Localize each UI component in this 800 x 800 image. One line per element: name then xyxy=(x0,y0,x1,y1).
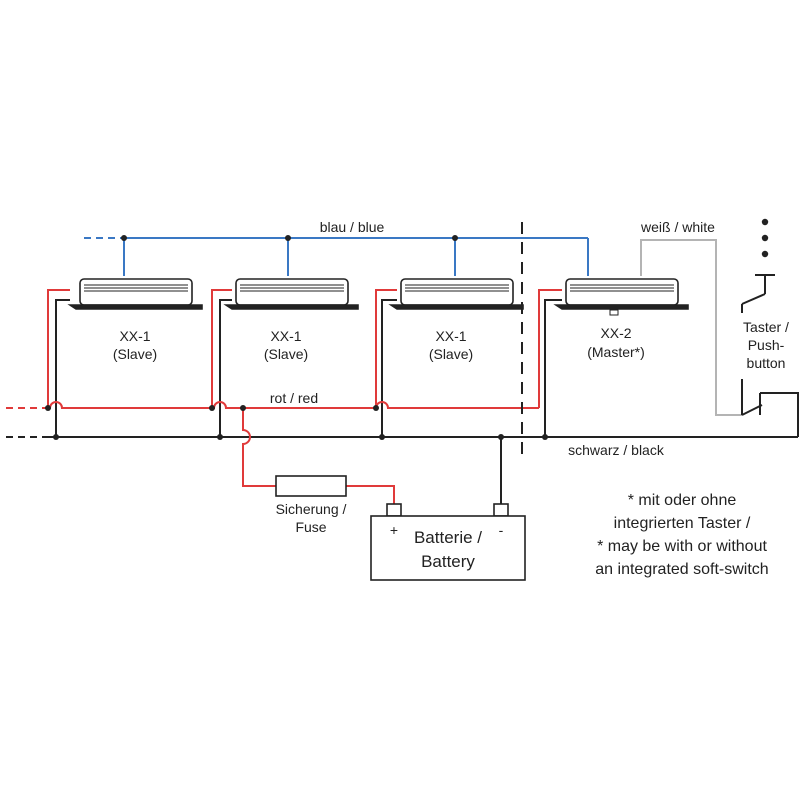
battery-label-line2: Battery xyxy=(421,552,475,571)
footnote: * mit oder ohne integrierten Taster / * … xyxy=(595,492,768,578)
black-wire xyxy=(6,299,799,504)
red-wire-label: rot / red xyxy=(270,390,318,406)
fuse-icon xyxy=(275,475,347,497)
blue-wire-label: blau / blue xyxy=(320,219,385,235)
switch-label-line3: button xyxy=(747,355,786,371)
black-wire-label: schwarz / black xyxy=(568,442,665,458)
switch-label-line1: Taster / xyxy=(743,319,789,335)
device-role-label: (Slave) xyxy=(113,346,157,362)
ceiling-fan-unit-icon xyxy=(67,278,203,310)
battery-plus-terminal xyxy=(386,503,402,517)
device-role-label: (Master*) xyxy=(587,344,645,360)
ceiling-fan-unit-icon xyxy=(553,278,689,316)
battery-minus-terminal xyxy=(493,503,509,517)
white-wire-label: weiß / white xyxy=(640,219,715,235)
device-1: XX-1 (Slave) xyxy=(67,278,203,362)
device-model-label: XX-2 xyxy=(600,325,631,341)
device-model-label: XX-1 xyxy=(435,328,466,344)
continuation-dots-icon xyxy=(761,218,769,258)
fuse-label-line2: Fuse xyxy=(295,519,326,535)
ceiling-fan-unit-icon xyxy=(388,278,524,310)
ceiling-fan-unit-icon xyxy=(223,278,359,310)
device-model-label: XX-1 xyxy=(119,328,150,344)
footnote-line1: * mit oder ohne xyxy=(628,492,737,509)
switch-label-line2: Push- xyxy=(748,337,785,353)
battery-minus-label: - xyxy=(499,522,504,538)
device-role-label: (Slave) xyxy=(264,346,308,362)
fuse-label-line1: Sicherung / xyxy=(276,501,347,517)
black-junction-dots xyxy=(53,434,548,440)
battery: + - Batterie / Battery xyxy=(370,503,526,581)
footnote-line2: integrierten Taster / xyxy=(614,515,751,532)
device-2: XX-1 (Slave) xyxy=(223,278,359,362)
push-button: Taster / Push- button xyxy=(734,218,798,416)
blue-junction-dots xyxy=(121,235,458,241)
red-junction-dots xyxy=(45,405,379,411)
battery-plus-label: + xyxy=(390,522,398,538)
device-4: XX-2 (Master*) xyxy=(553,278,689,360)
battery-icon xyxy=(370,515,526,581)
device-model-label: XX-1 xyxy=(270,328,301,344)
blue-wire xyxy=(84,237,589,276)
device-role-label: (Slave) xyxy=(429,346,473,362)
footnote-line4: an integrated soft-switch xyxy=(595,561,768,578)
red-wire xyxy=(6,289,562,504)
switch-label-box xyxy=(734,313,798,379)
device-3: XX-1 (Slave) xyxy=(388,278,524,362)
fuse: Sicherung / Fuse xyxy=(275,475,347,535)
footnote-line3: * may be with or without xyxy=(597,538,767,555)
white-wire xyxy=(640,239,742,416)
battery-label-line1: Batterie / xyxy=(414,528,482,547)
